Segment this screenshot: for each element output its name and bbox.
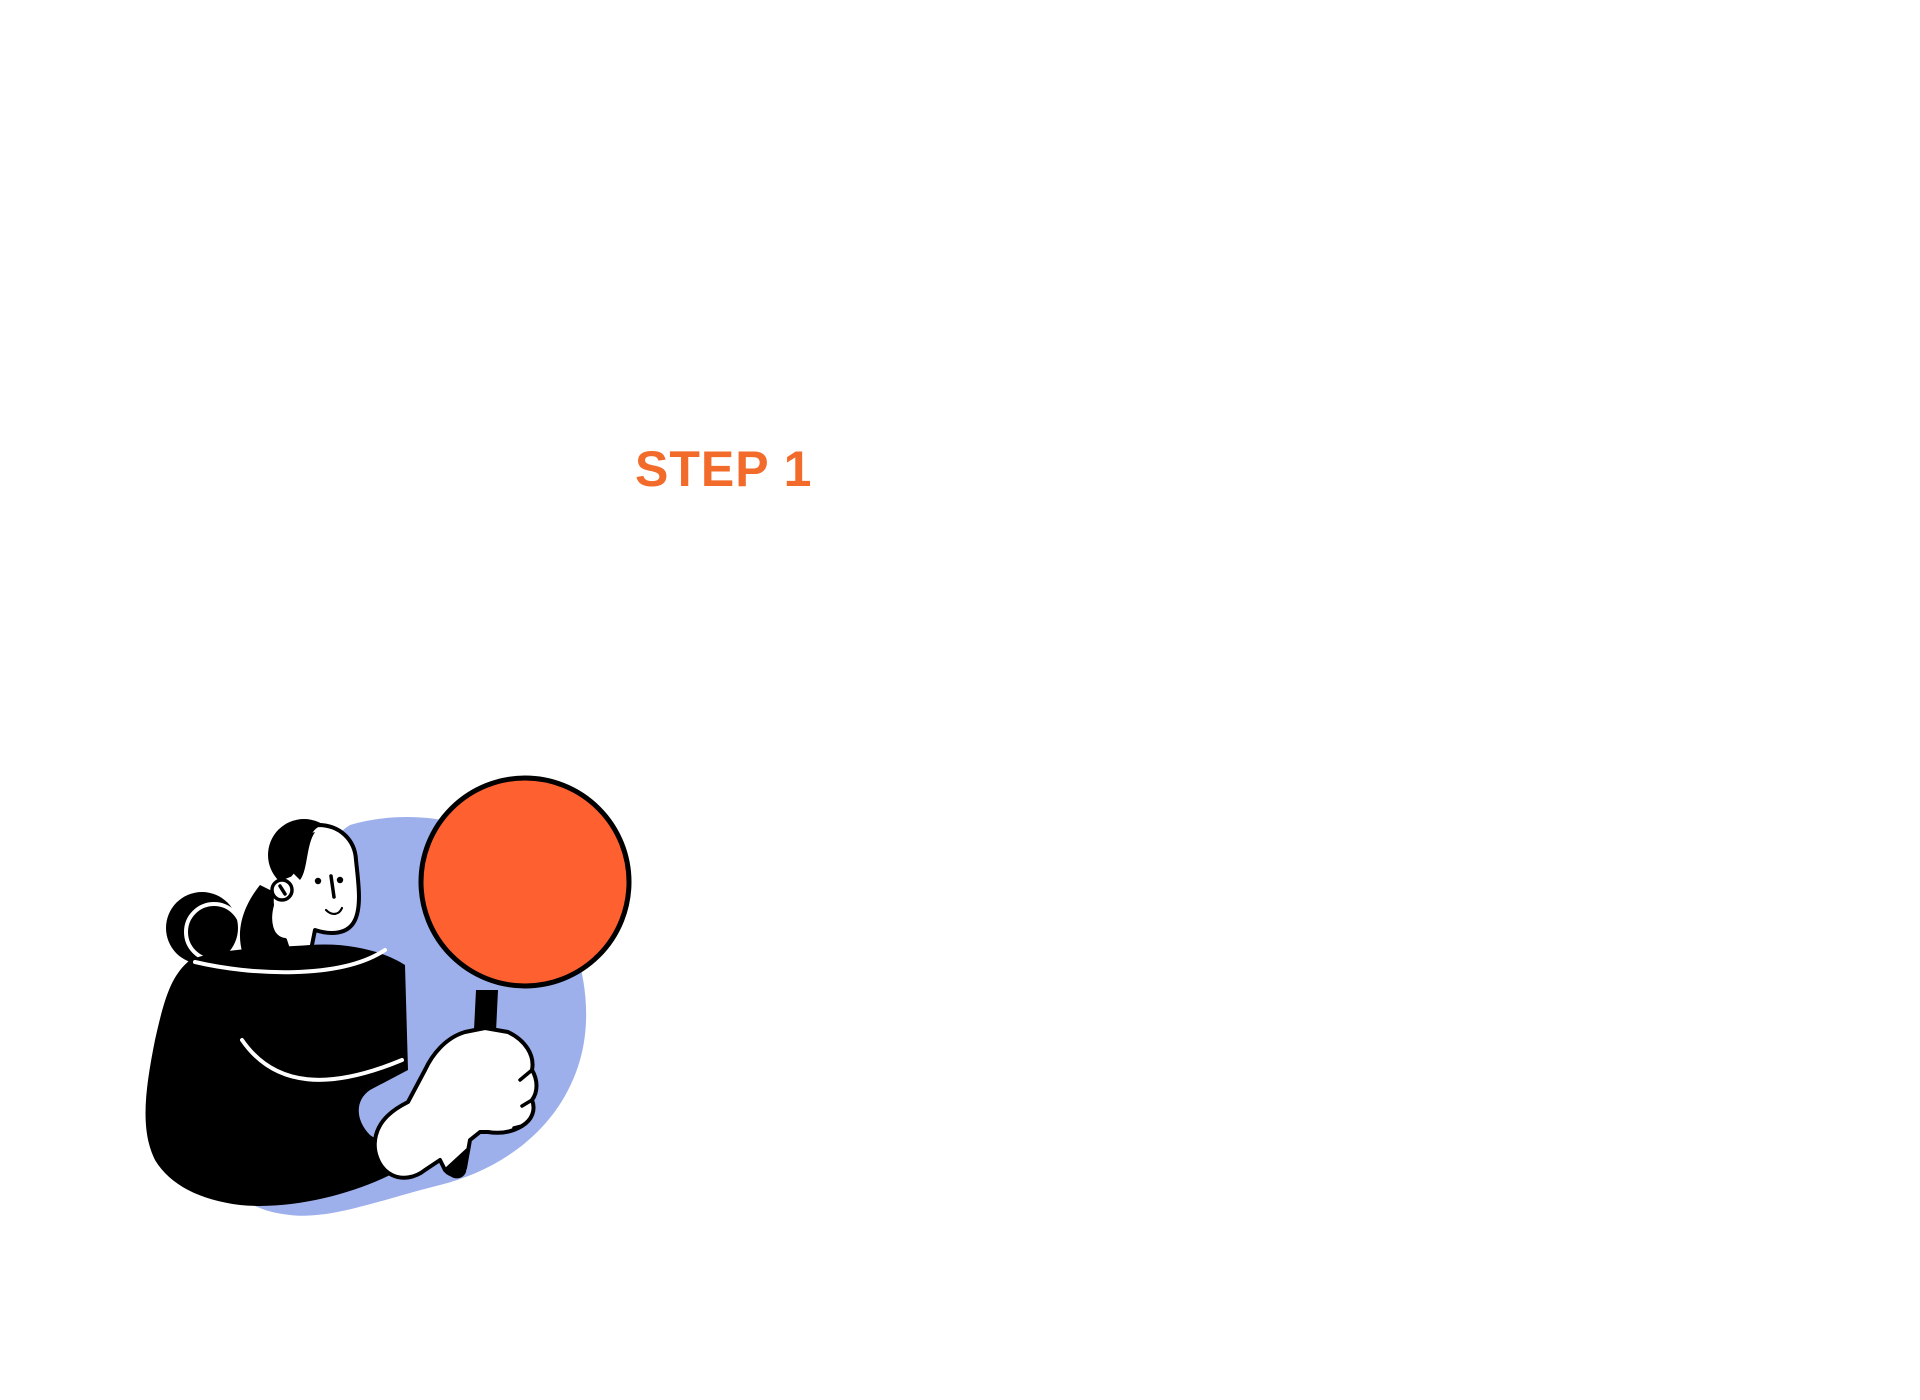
- hair-bun: [166, 892, 238, 964]
- step-label: STEP 1: [635, 441, 813, 497]
- person-holding-magnifier-icon: [140, 770, 660, 1240]
- magnifier-lens: [418, 775, 632, 989]
- hand: [372, 1026, 539, 1180]
